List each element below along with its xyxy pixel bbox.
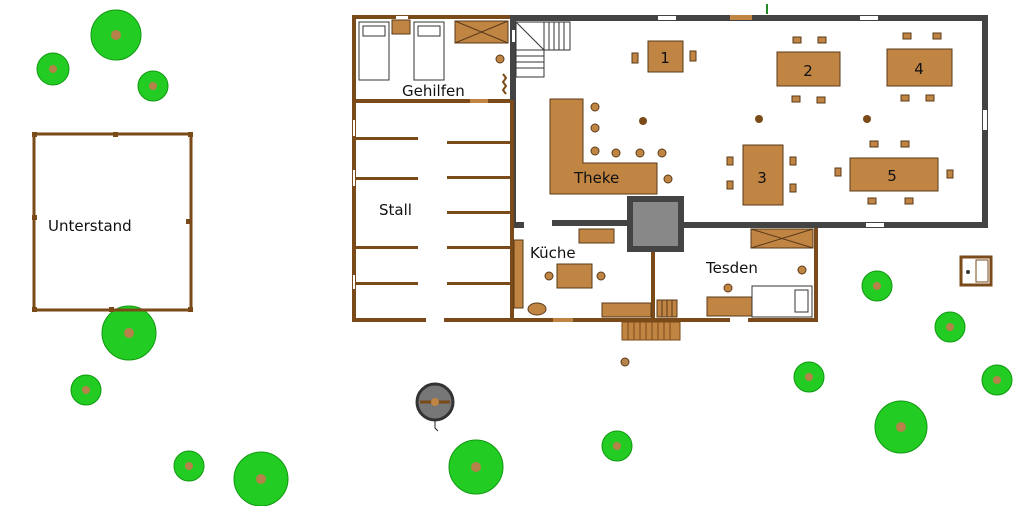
kueche-label: Küche	[530, 244, 576, 262]
table-3: 3	[726, 144, 797, 206]
stairs	[515, 21, 571, 78]
theke-bar: Theke	[549, 98, 871, 195]
stall-room: Stall	[356, 100, 514, 320]
stone	[620, 357, 630, 367]
table-1: 1	[631, 40, 697, 73]
kueche-room: Küche	[513, 228, 652, 322]
table-2: 2	[776, 36, 841, 104]
windows	[353, 4, 987, 322]
outhouse	[959, 255, 993, 287]
gehilfen-label: Gehilfen	[402, 82, 465, 100]
tree	[861, 270, 893, 302]
tree	[448, 439, 504, 495]
theke-label: Theke	[573, 169, 619, 187]
gehilfen-room: Gehilfen	[358, 19, 509, 103]
well	[415, 382, 455, 432]
entrance-steps	[621, 321, 681, 341]
chimney	[627, 196, 684, 252]
tesden-room: Tesden	[656, 228, 814, 318]
tree	[90, 9, 142, 61]
tree	[601, 430, 633, 462]
tree	[70, 374, 102, 406]
tree	[36, 52, 70, 86]
tree	[101, 305, 157, 361]
svg-text:2: 2	[803, 62, 813, 80]
unterstand-shelter: Unterstand	[32, 132, 193, 312]
tree	[137, 70, 169, 102]
tesden-label: Tesden	[705, 259, 758, 277]
unterstand-label: Unterstand	[48, 217, 132, 235]
table-4: 4	[886, 32, 953, 102]
tree	[173, 450, 205, 482]
tree	[233, 451, 289, 506]
wood-walls	[352, 15, 818, 322]
tree	[981, 364, 1013, 396]
trees	[36, 9, 1013, 506]
tree	[934, 311, 966, 343]
table-5: 5	[834, 140, 954, 205]
svg-text:5: 5	[887, 167, 897, 185]
tree	[793, 361, 825, 393]
svg-text:4: 4	[914, 60, 924, 78]
stall-label: Stall	[379, 201, 412, 219]
svg-text:1: 1	[660, 49, 670, 67]
tree	[874, 400, 928, 454]
svg-text:3: 3	[757, 169, 767, 187]
